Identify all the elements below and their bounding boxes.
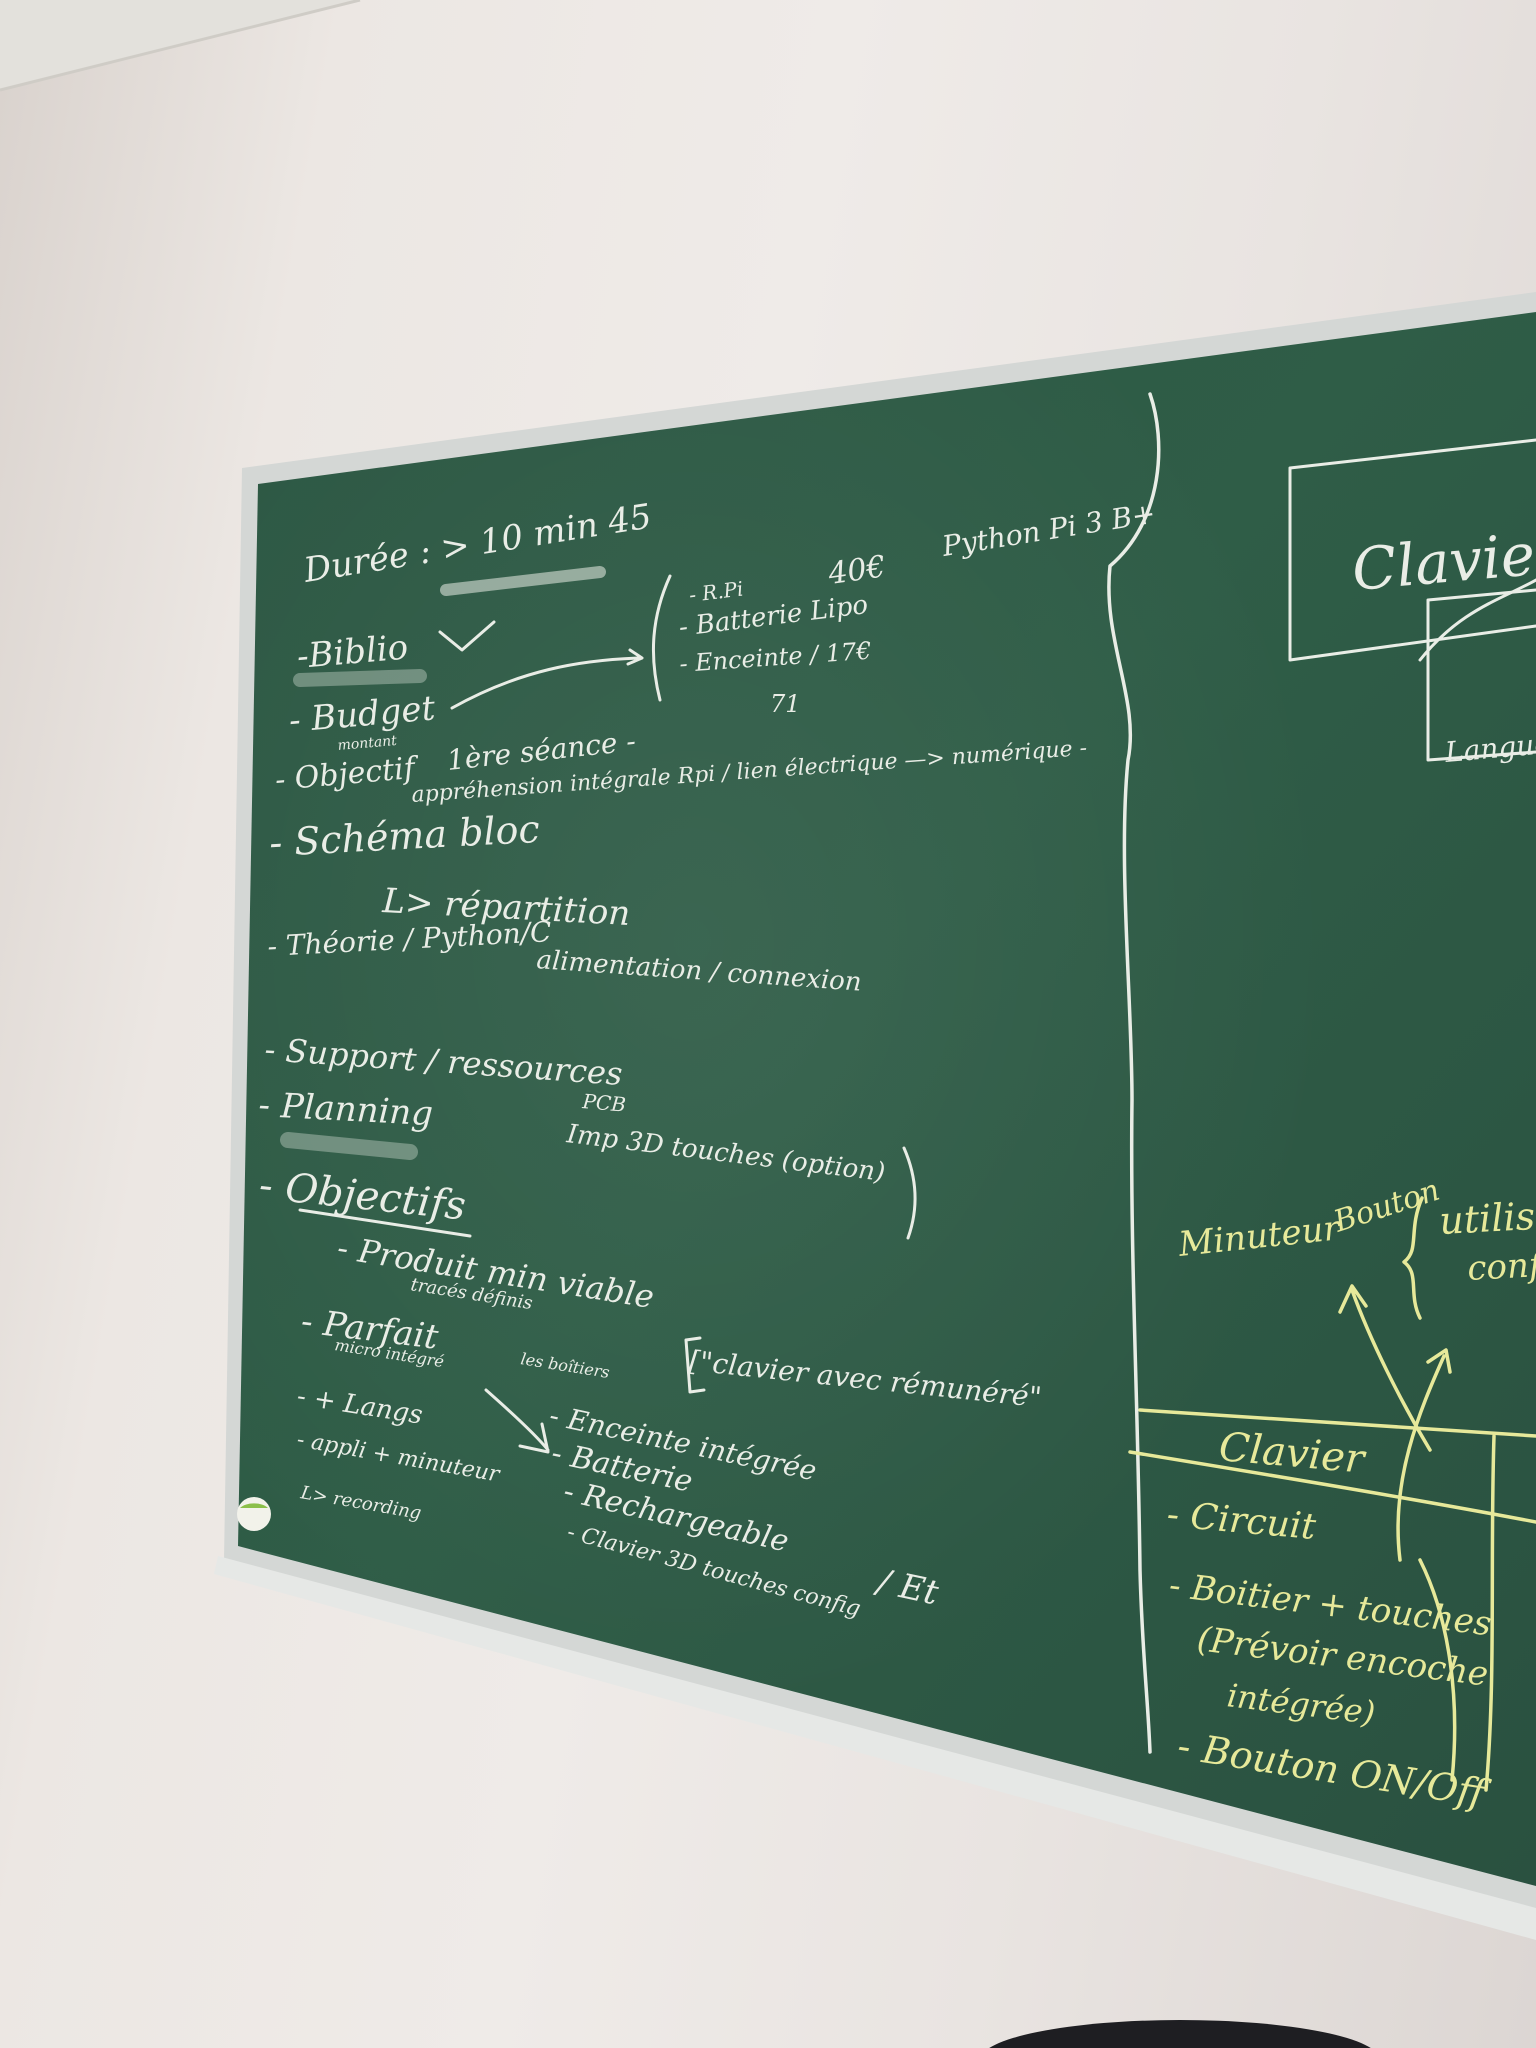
items-bracket [1418, 1558, 1457, 1782]
note-planning: - Planning [258, 1085, 435, 1134]
dark-object [989, 2020, 1371, 2048]
board-smudge [238, 312, 1536, 1886]
note-pcb: PCB [581, 1089, 627, 1117]
sticker-mark [240, 1503, 268, 1508]
yellow-config: config [1466, 1244, 1536, 1289]
yellow-strokes [1128, 1196, 1536, 1792]
right-box-text: Clavier Langue [1349, 518, 1536, 770]
bouton-arrow [1396, 1348, 1452, 1562]
objectifs-underline [298, 1208, 472, 1238]
ceiling-edge [0, 0, 361, 92]
chalk-tray [214, 1556, 1536, 1940]
note-biblio: -Biblio [295, 627, 409, 677]
budget-arrow [450, 648, 644, 710]
chalk-strokes [280, 392, 1536, 1754]
budget-brace [651, 574, 672, 702]
duration-underline [440, 566, 606, 596]
yellow-utilisation: utilisation [1438, 1189, 1536, 1243]
budget-price: 40€ [825, 549, 888, 592]
biblio-smudge [293, 669, 427, 687]
parfait-arrow [484, 1388, 550, 1454]
planning-smudge [280, 1132, 418, 1160]
clavier-box [1288, 438, 1536, 662]
table-header-underline [1128, 1450, 1536, 1524]
minuteur-arrow [1338, 1284, 1432, 1452]
sticker [237, 1497, 271, 1531]
table-header-line [1138, 1408, 1536, 1438]
biblio-check [438, 620, 496, 652]
table-column-line [1484, 1434, 1496, 1792]
budget-total: 71 [770, 690, 801, 718]
board-divider [1107, 392, 1161, 1754]
utilisation-brace [1402, 1196, 1424, 1320]
quote-bracket [684, 1336, 706, 1394]
box-connector [1418, 578, 1536, 662]
note-montant: montant [337, 733, 398, 754]
imp3d-paren [902, 1146, 917, 1240]
langue-box [1426, 588, 1536, 762]
box-sub: Langue [1443, 727, 1536, 769]
